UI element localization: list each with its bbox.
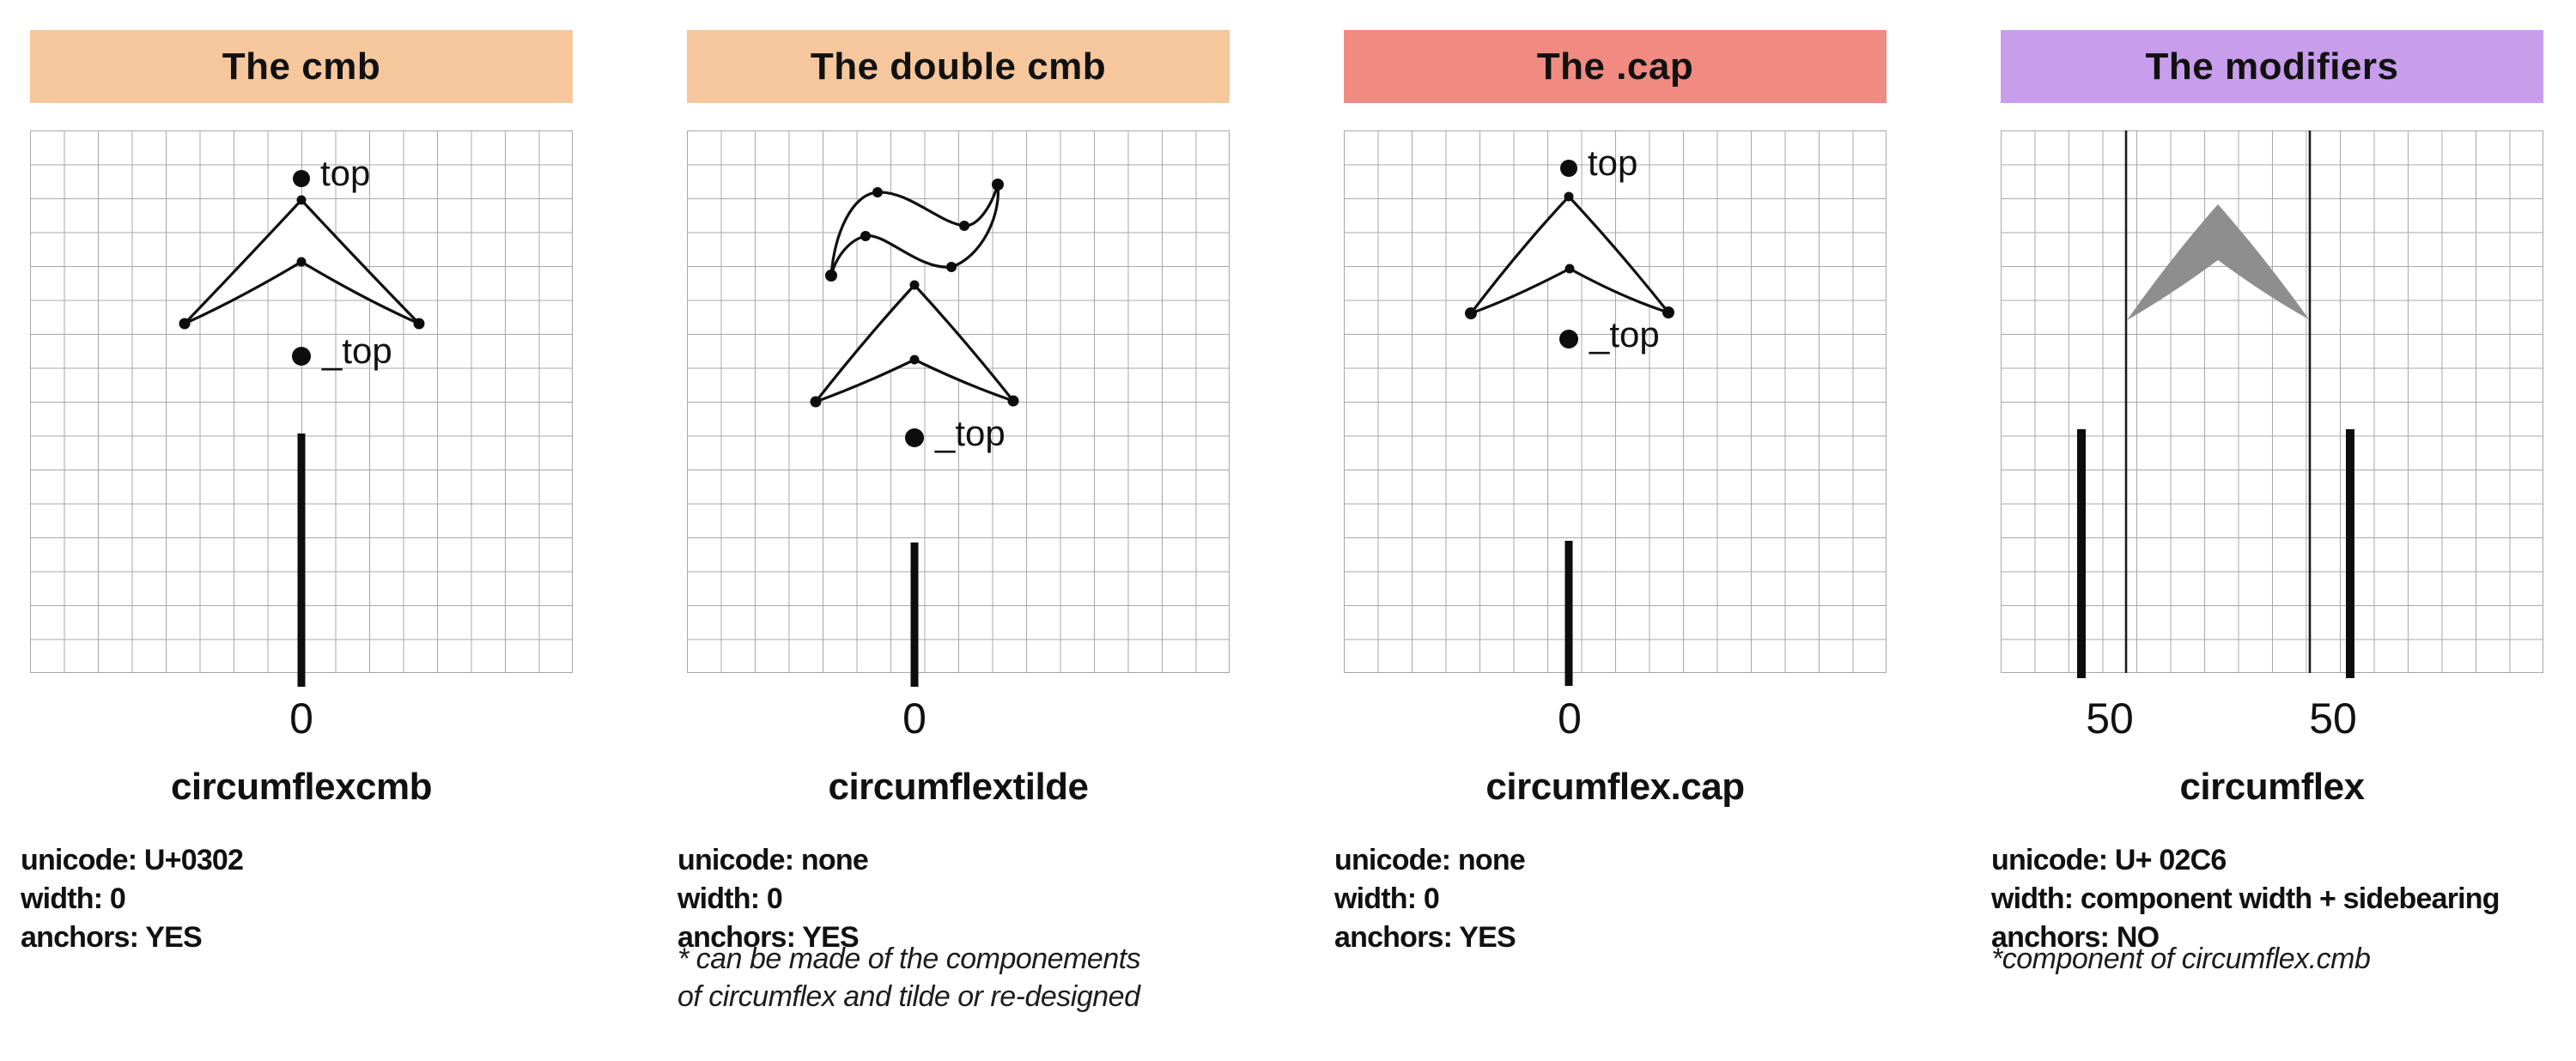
- glyph-info-line: unicode: none: [1334, 844, 1526, 876]
- glyph-info-line: width: 0: [1334, 882, 1440, 915]
- under-top-anchor-label: _top: [934, 413, 1005, 453]
- circumflex-outline: [811, 282, 1018, 405]
- panel-header: The modifiers: [2001, 30, 2543, 103]
- on-curve-point: [179, 318, 191, 330]
- panel-header-label: The double cmb: [810, 45, 1107, 88]
- glyph-info-line: width: 0: [677, 882, 783, 915]
- glyph-drawing: _top: [810, 179, 1019, 687]
- glyph-info-line: anchors: NO: [1991, 921, 2160, 954]
- under-top-anchor-label: _top: [321, 330, 392, 371]
- glyph-info-line: anchors: YES: [677, 921, 860, 954]
- on-curve-point: [909, 280, 920, 290]
- under-top-anchor-label: _top: [1589, 314, 1660, 355]
- glyph-grid: 50 50: [2001, 130, 2543, 743]
- glyph-info-line: anchors: YES: [1334, 921, 1516, 954]
- glyph-info-line: width: component width + sidebearing: [1991, 882, 2500, 915]
- panel-cap: The .cap top _top 0 circumflex.cap unico…: [1334, 30, 1886, 1061]
- glyph-info: unicode: none width: 0 anchors: YES: [677, 841, 1279, 957]
- top-anchor-dot: [293, 170, 310, 187]
- on-curve-point: [860, 231, 871, 241]
- circumflex-outline: [1467, 194, 1673, 317]
- panel-cmb: The cmb top _top 0 circumflexcmb unicode…: [21, 30, 573, 1061]
- on-curve-point: [1564, 264, 1575, 274]
- on-curve-point: [872, 187, 883, 197]
- origin-label: 0: [902, 694, 927, 743]
- glyph-info-line: anchors: YES: [21, 921, 203, 954]
- on-curve-point: [909, 355, 920, 365]
- glyph-info: unicode: U+ 02C6 width: component width …: [1991, 841, 2576, 957]
- origin-label: 0: [1558, 694, 1582, 743]
- glyph-name: circumflex: [2179, 766, 2365, 808]
- glyph-drawing: [2077, 130, 2354, 678]
- top-anchor-dot: [1560, 160, 1577, 177]
- glyph-info: unicode: U+0302 width: 0 anchors: YES: [21, 841, 622, 957]
- on-curve-point: [1007, 395, 1019, 407]
- on-curve-point: [413, 318, 425, 330]
- under-top-anchor-dot: [292, 347, 311, 366]
- on-curve-point: [992, 179, 1004, 191]
- glyph-note: *component of circumflex.cmb: [1991, 940, 2576, 978]
- on-curve-point: [810, 396, 822, 408]
- glyph-info-line: width: 0: [21, 882, 126, 915]
- sidebearing-label-left: 50: [2086, 694, 2134, 743]
- tilde-outline: [829, 184, 1000, 276]
- on-curve-point: [1564, 191, 1574, 202]
- glyph-grid: top _top 0: [30, 130, 573, 743]
- panel-header-label: The cmb: [222, 45, 381, 88]
- on-curve-point: [296, 257, 307, 267]
- glyph-drawing: top _top: [179, 153, 425, 687]
- glyph-grid: top _top 0: [1344, 130, 1886, 743]
- on-curve-point: [1465, 307, 1477, 319]
- glyph-info-line: unicode: none: [677, 844, 869, 876]
- glyph-name: circumflexcmb: [170, 766, 433, 808]
- glyph-drawing: top _top: [1465, 142, 1674, 686]
- on-curve-point: [946, 262, 957, 272]
- sidebearing-label-right: 50: [2309, 694, 2357, 743]
- panel-header: The cmb: [30, 30, 573, 103]
- on-curve-point: [959, 221, 969, 231]
- on-curve-point: [825, 270, 837, 282]
- glyph-note-line: of circumflex and tilde or re-designed: [677, 980, 1140, 1013]
- circumflex-filled-glyph: [2127, 204, 2309, 320]
- origin-label: 0: [289, 694, 313, 743]
- glyph-note-line: * can be made of the componements: [677, 943, 1141, 975]
- glyph-name: circumflex.cap: [1485, 766, 1745, 808]
- top-anchor-label: top: [1588, 142, 1637, 183]
- panel-header-label: The .cap: [1536, 45, 1694, 88]
- glyph-name: circumflextilde: [828, 766, 1089, 808]
- panel-header: The .cap: [1344, 30, 1886, 103]
- glyph-note-line: *component of circumflex.cmb: [1991, 943, 2371, 975]
- under-top-anchor-dot: [1559, 330, 1578, 349]
- glyph-grid: _top 0: [687, 130, 1230, 743]
- panel-header-label: The modifiers: [2145, 45, 2399, 88]
- panel-double-cmb: The double cmb _top 0 circumflextilde un…: [677, 30, 1230, 1061]
- top-anchor-label: top: [320, 153, 370, 193]
- glyph-info-line: unicode: U+ 02C6: [1991, 844, 2227, 876]
- panel-modifiers: The modifiers 50 50 circumflex unicode: …: [1991, 30, 2543, 1061]
- glyph-note: * can be made of the componements of cir…: [677, 940, 1279, 1016]
- under-top-anchor-dot: [905, 428, 924, 447]
- glyph-info: unicode: none width: 0 anchors: YES: [1334, 841, 1935, 957]
- glyph-info-line: unicode: U+0302: [21, 844, 244, 876]
- on-curve-point: [296, 195, 307, 205]
- on-curve-point: [1662, 306, 1674, 318]
- panel-header: The double cmb: [687, 30, 1230, 103]
